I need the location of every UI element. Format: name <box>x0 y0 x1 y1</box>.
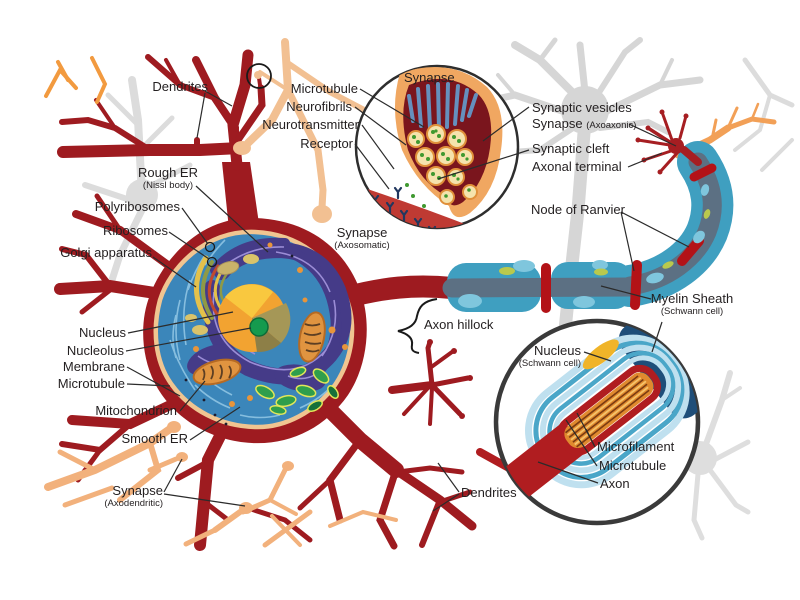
label-nucleus: Nucleus <box>79 325 126 340</box>
terminal-microtubules <box>407 82 478 131</box>
annotation-marks <box>204 63 438 354</box>
gray-neuron-right <box>733 57 795 172</box>
label-myelin-sheath: Myelin Sheath(Schwann cell) <box>650 291 734 317</box>
orange-neuron-top <box>233 38 371 223</box>
label-axon-hillock: Axon hillock <box>424 317 494 332</box>
nucleolus-graphic <box>249 317 269 337</box>
label-microtubule-top: Microtubule <box>290 81 358 96</box>
label-microtubule-inset: Microtubule <box>599 458 667 473</box>
label-synapse-axodendritic: Synapse(Axodendritic) <box>104 483 163 509</box>
label-node-of-ranvier: Node of Ranvier <box>531 202 625 217</box>
ribosome-dots <box>193 242 348 407</box>
postsynaptic-membrane <box>356 184 505 228</box>
label-ribosomes: Ribosomes <box>102 223 168 238</box>
soma-interior <box>153 229 355 430</box>
label-synapse-axosomatic: Synapse(Axosomatic) <box>334 225 390 251</box>
label-neurofibrils: Neurofibrils <box>286 99 352 114</box>
label-neurotransmitter: Neurotransmitter <box>262 117 359 132</box>
synaptic-vesicles-graphic <box>407 124 478 205</box>
label-axonal-terminal: Axonal terminal <box>532 159 622 174</box>
label-smooth-er: Smooth ER <box>121 431 188 446</box>
label-synapse-axoaxonic: Synapse (Axoaxonic) <box>532 116 637 131</box>
label-axon: Axon <box>600 476 630 491</box>
dendrite-spine-circle <box>246 63 272 89</box>
label-dendrites-bottom: Dendrites <box>461 485 517 500</box>
label-nucleus-schwann: Nucleus(Schwann cell) <box>518 343 581 369</box>
ribosome-marker <box>206 256 218 268</box>
schwann-nucleus-graphic <box>582 339 619 370</box>
axosomatic-synapse-bulb <box>312 205 332 223</box>
label-microtubule-left: Microtubule <box>57 376 125 391</box>
label-receptor: Receptor <box>300 136 353 151</box>
axon-hillock-brace <box>397 298 438 354</box>
axodendritic-synapse-bulb-2 <box>239 502 253 514</box>
label-polyribosomes: Polyribosomes <box>94 199 180 214</box>
nodes-of-ranvier <box>541 163 717 313</box>
label-rough-er: Rough ER(Nissl body) <box>138 165 198 191</box>
axodendritic-synapse-bulb-1 <box>167 421 181 433</box>
label-mitochondrion: Mitochondrion <box>95 403 177 418</box>
leader-lines <box>125 88 690 512</box>
dark-specks <box>184 254 294 426</box>
label-synaptic-cleft: Synaptic cleft <box>532 141 610 156</box>
label-golgi-apparatus: Golgi apparatus <box>60 245 152 260</box>
mitochondria <box>192 311 326 386</box>
polyribosome-marker <box>204 241 216 253</box>
label-nucleolus: Nucleolus <box>66 343 124 358</box>
background-neurons <box>82 37 795 541</box>
myelinated-axon <box>442 109 734 313</box>
dendrite-tree-mid <box>388 339 473 426</box>
label-synapse-inset-title: Synapse <box>404 70 455 85</box>
label-synaptic-vesicles: Synaptic vesicles <box>532 100 632 115</box>
nucleus-graphic <box>218 284 291 353</box>
orange-neuron-bottom-left <box>44 421 398 548</box>
axon-terminal-tree <box>635 109 702 175</box>
axon-initial-segment <box>337 275 463 308</box>
orange-twigs-top-left <box>44 56 108 104</box>
label-membrane: Membrane <box>62 359 125 374</box>
label-dendrites-top: Dendrites <box>152 79 208 94</box>
schwann-nuclei <box>499 209 711 276</box>
myelin-highlights <box>458 184 710 308</box>
synapse-inset <box>354 64 520 230</box>
label-microfilament: Microfilament <box>597 439 675 454</box>
neurotransmitter-dots <box>405 129 471 208</box>
smooth-er-graphic <box>255 366 339 416</box>
